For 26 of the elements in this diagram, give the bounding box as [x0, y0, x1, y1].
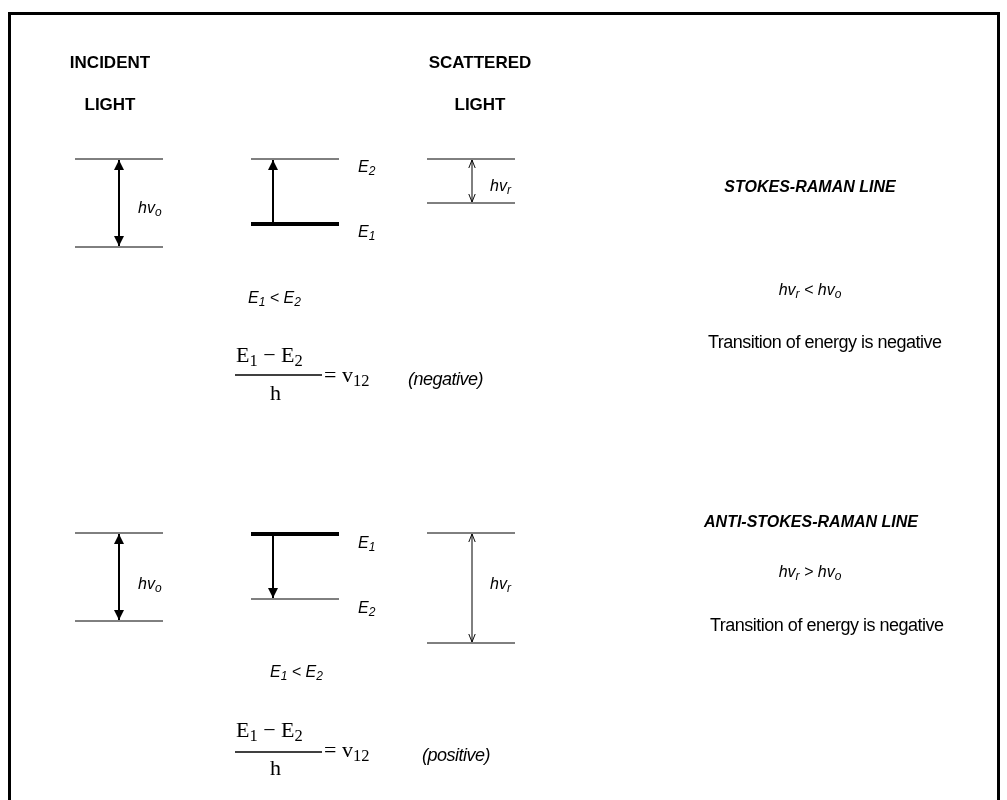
formula-numerator: E$_{1}$ − E$_{2}$	[236, 716, 303, 746]
inequality: E$_{1}$ < E$_{2}$	[248, 288, 301, 310]
formula-result: = v$_{12}$	[324, 361, 370, 391]
symbol-label: hv$_{o}$	[138, 574, 162, 596]
sign-note: (positive)	[422, 744, 491, 767]
symbol-label: hv$_{r}$	[490, 574, 511, 596]
symbol-label: E$_{2}$	[358, 157, 376, 179]
inequality: hv$_{r}$ > hv$_{o}$	[777, 562, 843, 584]
formula-denominator: h	[270, 379, 281, 407]
formula-numerator: E$_{1}$ − E$_{2}$	[236, 341, 303, 371]
symbol-label: E$_{2}$	[358, 598, 376, 620]
line-heading: STOKES-RAMAN LINE	[723, 177, 897, 197]
symbol-label: hv$_{r}$	[490, 176, 511, 198]
description-text: Transition of energy is negative	[708, 331, 943, 354]
inequality: hv$_{r}$ < hv$_{o}$	[777, 280, 843, 302]
formula-result: = v$_{12}$	[324, 736, 370, 766]
symbol-label: E$_{1}$	[358, 222, 376, 244]
description-text: Transition of energy is negative	[710, 614, 945, 637]
inequality: E$_{1}$ < E$_{2}$	[270, 662, 323, 684]
symbol-label: hv$_{o}$	[138, 198, 162, 220]
column-heading: INCIDENT LIGHT	[68, 52, 152, 116]
line-heading: ANTI-STOKES-RAMAN LINE	[703, 512, 920, 532]
symbol-label: E$_{1}$	[358, 533, 376, 555]
formula-denominator: h	[270, 754, 281, 782]
sign-note: (negative)	[408, 368, 484, 391]
column-heading: SCATTERED LIGHT	[427, 52, 533, 116]
